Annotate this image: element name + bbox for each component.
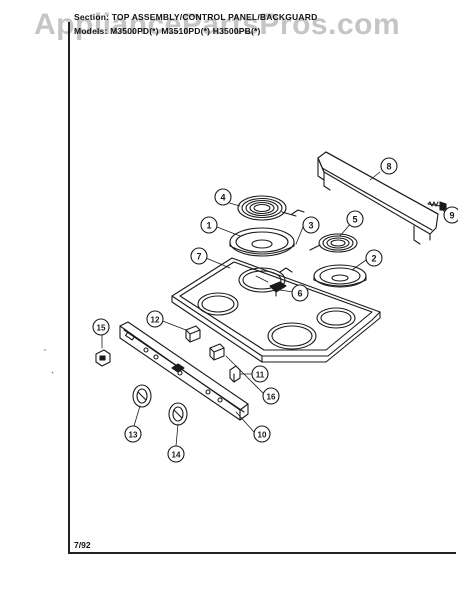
surface-element-right (309, 233, 358, 253)
surface-element-left (237, 195, 305, 221)
svg-text:15: 15 (97, 324, 106, 333)
callout-8: 8 (380, 157, 398, 175)
infinite-switch-12 (185, 325, 201, 343)
callout-6: 6 (291, 284, 309, 302)
callout-7: 7 (190, 247, 208, 265)
svg-text:7: 7 (196, 252, 201, 262)
signal-light-lens (95, 349, 111, 367)
svg-text:5: 5 (352, 215, 357, 225)
cooktop (171, 257, 381, 363)
leader-lines (101, 171, 447, 447)
svg-text:16: 16 (267, 393, 276, 402)
backguard (317, 151, 439, 245)
svg-text:4: 4 (220, 193, 225, 203)
svg-text:2: 2 (371, 254, 376, 264)
models-line: Models: M3500PD(*) M3510PD(*) H3500PB(*) (74, 26, 261, 36)
callout-13: 13 (124, 425, 142, 443)
svg-text:8: 8 (386, 162, 391, 172)
svg-text:14: 14 (172, 451, 181, 460)
callout-15: 15 (92, 318, 110, 336)
svg-text:12: 12 (151, 316, 160, 325)
drip-pan-left (229, 227, 295, 257)
callout-14: 14 (167, 445, 185, 463)
svg-text:9: 9 (449, 211, 454, 221)
watermark-text: AppliancePartsPros.com (34, 8, 401, 41)
section-title: Section: TOP ASSEMBLY/CONTROL PANEL/BACK… (74, 12, 318, 22)
page-frame-left (68, 22, 70, 554)
callout-16: 16 (262, 387, 280, 405)
revision-date: 7/92 (74, 540, 91, 550)
callout-2: 2 (365, 249, 383, 267)
drip-pan-right (313, 264, 367, 288)
svg-text:11: 11 (256, 371, 265, 380)
callout-9: 9 (443, 206, 458, 224)
infinite-switch-16 (209, 343, 225, 361)
svg-text:10: 10 (258, 431, 267, 440)
element-receptacle (269, 281, 287, 297)
callout-3: 3 (302, 216, 320, 234)
callout-1: 1 (200, 216, 218, 234)
svg-text:1: 1 (206, 221, 211, 231)
page-frame-bottom (70, 552, 456, 554)
control-knob-14 (168, 402, 188, 426)
control-knob-13 (132, 384, 152, 408)
svg-text:6: 6 (297, 289, 302, 299)
callout-4: 4 (214, 188, 232, 206)
backguard-screw (427, 201, 447, 211)
callout-5: 5 (346, 210, 364, 228)
callout-11: 11 (251, 365, 269, 383)
svg-text:3: 3 (308, 221, 313, 231)
control-panel (119, 321, 249, 421)
callout-10: 10 (253, 425, 271, 443)
svg-text:13: 13 (129, 431, 138, 440)
callout-12: 12 (146, 310, 164, 328)
scan-specks (43, 349, 54, 374)
